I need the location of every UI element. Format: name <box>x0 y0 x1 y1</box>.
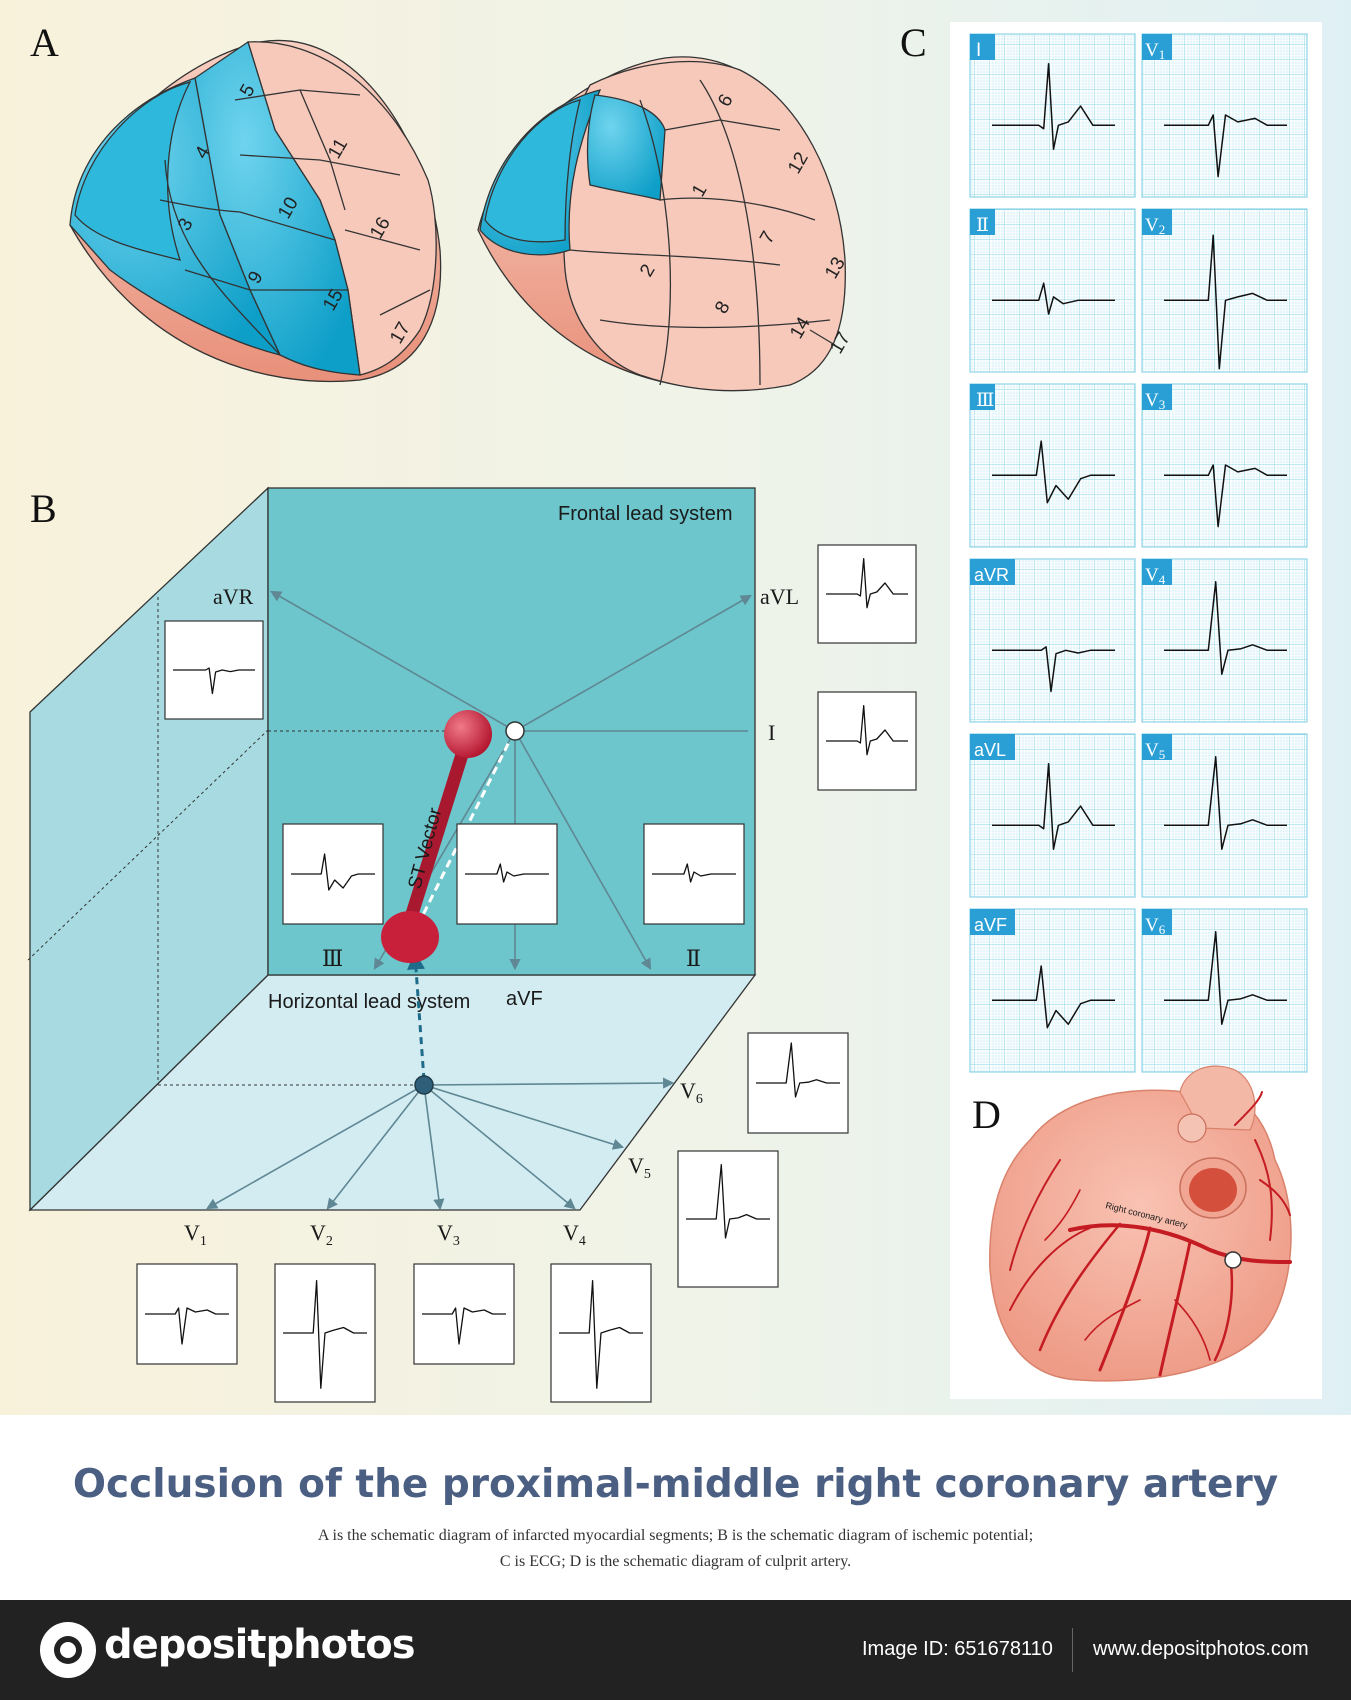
heart-coronary-illustration: Right coronary artery <box>989 1065 1292 1382</box>
lead-label-avl: aVL <box>760 584 799 609</box>
figure-title: Occlusion of the proximal-middle right c… <box>72 1462 1279 1507</box>
image-id: Image ID: 651678110 <box>862 1638 1053 1660</box>
ecg-lead-tag-label: Ⅱ <box>976 215 989 236</box>
ecg-lead-cell <box>969 208 1136 373</box>
panel-b-waveforms <box>136 544 917 1403</box>
ecg-lead-tag-label: V1 <box>1145 40 1165 62</box>
lead-waveform-box <box>274 1263 376 1403</box>
frontal-lead-system-title: Frontal lead system <box>558 503 733 525</box>
ecg-lead-tag <box>1142 734 1172 760</box>
ecg-lead-tag <box>970 909 1015 935</box>
ecg-lead-cell <box>1141 733 1308 898</box>
ecg-lead-tag-label: I <box>976 40 981 61</box>
ecg-lead-tag-label: V4 <box>1145 565 1166 587</box>
lead-label-v2: V2 <box>310 1220 333 1249</box>
ecg-lead-tag-label: V3 <box>1145 390 1165 412</box>
lead-waveform-box <box>550 1263 652 1403</box>
ecg-lead-cell <box>1141 558 1308 723</box>
lead-waveform-box <box>413 1263 515 1365</box>
ecg-lead-cell <box>969 33 1136 198</box>
lead-waveform-box <box>677 1150 779 1288</box>
ecg-lead-tag <box>1142 34 1172 60</box>
ecg-lead-tag-label: V5 <box>1145 740 1165 762</box>
site-url-link[interactable]: www.depositphotos.com <box>1093 1638 1309 1660</box>
lead-label-v1: V1 <box>184 1220 207 1249</box>
ecg-lead-tag-label: V6 <box>1145 915 1166 937</box>
heart-segment-model-right: 6 12 1 7 2 13 8 14 17 <box>477 56 855 392</box>
lead-waveform-box <box>817 691 917 791</box>
lead-waveform-box <box>456 823 558 925</box>
panel-label-d: D <box>972 1092 1001 1137</box>
lead-label-avf: aVF <box>506 988 543 1010</box>
ecg-lead-tag <box>970 734 1015 760</box>
ecg-lead-tag-label: Ⅲ <box>976 390 994 411</box>
footer-bar: depositphotos Image ID: 651678110 www.de… <box>0 1600 1351 1700</box>
ecg-12-lead-grid <box>969 33 1308 1073</box>
ecg-lead-cell <box>969 558 1136 723</box>
ecg-lead-tag-label: aVF <box>974 915 1007 935</box>
lead-waveform-box <box>817 544 917 644</box>
ecg-lead-tag <box>1142 209 1172 235</box>
ecg-lead-cell <box>969 383 1136 548</box>
panel-label-a: A <box>30 20 59 65</box>
heart-segment-model-left: 5 4 11 10 3 16 9 15 17 <box>69 39 442 383</box>
ecg-lead-tag <box>970 384 995 410</box>
ecg-lead-tag-label: V2 <box>1145 215 1165 237</box>
brand-name: depositphotos <box>104 1622 416 1668</box>
caption-background <box>0 1415 1351 1600</box>
horizontal-lead-system-title: Horizontal lead system <box>268 991 470 1013</box>
lead-waveform-box <box>136 1263 238 1365</box>
lead-waveform-box <box>747 1032 849 1134</box>
lead-label-ii: Ⅱ <box>686 946 701 971</box>
frontal-origin-dot <box>505 721 525 741</box>
ecg-lead-tag <box>1142 559 1172 585</box>
ecg-lead-tag <box>1142 384 1172 410</box>
lead-label-v3: V3 <box>437 1220 460 1249</box>
horizontal-origin-dot <box>414 1075 434 1095</box>
footer-divider <box>1072 1628 1073 1672</box>
panel-label-c: C <box>900 20 927 65</box>
panel-label-b: B <box>30 486 57 531</box>
st-vector: ST Vector <box>381 710 525 1095</box>
ecg-lead-tag <box>1142 909 1172 935</box>
ecg-lead-cell <box>969 733 1136 898</box>
ecg-lead-tag <box>970 34 995 60</box>
lead-label-avr: aVR <box>213 584 254 609</box>
lead-label-v5: V5 <box>628 1153 651 1182</box>
lead-label-v4: V4 <box>563 1220 586 1249</box>
figure-caption-line-2: C is ECG; D is the schematic diagram of … <box>499 1553 852 1570</box>
ecg-lead-cell <box>1141 208 1308 373</box>
ecg-lead-cell <box>1141 383 1308 548</box>
occlusion-marker <box>1224 1251 1242 1269</box>
ecg-lead-tag-label: aVL <box>974 740 1006 760</box>
ecg-lead-tag-label: aVR <box>974 565 1009 585</box>
lead-waveform-box <box>282 823 384 925</box>
ecg-lead-cell <box>1141 33 1308 198</box>
lead-label-v6: V6 <box>680 1078 703 1107</box>
figure-caption-line-1: A is the schematic diagram of infarcted … <box>317 1527 1034 1544</box>
ecg-lead-cell <box>1141 908 1308 1073</box>
lead-waveform-box <box>164 620 264 720</box>
ecg-lead-tag <box>970 209 995 235</box>
lead-waveform-box <box>643 823 745 925</box>
ecg-lead-tag <box>970 559 1015 585</box>
ecg-lead-cell <box>969 908 1136 1073</box>
horizontal-lead-axes <box>206 1077 675 1211</box>
depositphotos-logo-icon <box>40 1622 96 1678</box>
lead-label-i: I <box>768 720 775 745</box>
lead-label-iii: Ⅲ <box>322 946 343 971</box>
figure-canvas: A 5 4 11 10 3 16 9 15 17 <box>0 0 1351 1600</box>
